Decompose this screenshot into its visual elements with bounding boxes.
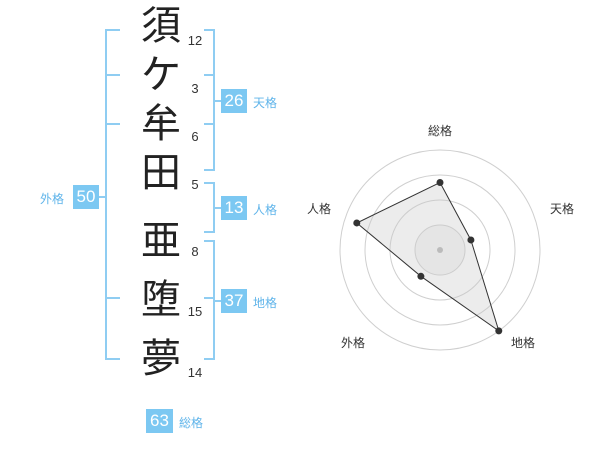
stroke-count-4: 5 bbox=[191, 177, 199, 192]
name-char-5: 亜 bbox=[141, 218, 181, 264]
gai-value-badge: 50 bbox=[73, 185, 99, 209]
jin-label: 人格 bbox=[253, 203, 278, 217]
gai-label: 外格 bbox=[40, 192, 65, 206]
radar-point-ten bbox=[467, 236, 475, 244]
radar-axis-label-chi: 地格 bbox=[511, 336, 536, 350]
name-char-7: 夢 bbox=[141, 336, 181, 382]
ten-label: 天格 bbox=[253, 96, 278, 110]
ten-value-badge: 26 bbox=[221, 89, 247, 113]
radar-point-jin bbox=[353, 219, 361, 227]
stroke-count-5: 8 bbox=[191, 244, 199, 259]
stroke-count-2: 3 bbox=[191, 81, 199, 96]
stroke-count-7: 14 bbox=[187, 365, 203, 380]
radar-point-chi bbox=[495, 327, 503, 335]
name-char-4: 田 bbox=[141, 150, 181, 196]
name-char-1: 須 bbox=[141, 3, 181, 49]
name-char-3: 牟 bbox=[141, 101, 181, 147]
radar-axis-label-jin: 人格 bbox=[307, 202, 332, 216]
stroke-count-1: 12 bbox=[187, 33, 203, 48]
radar-center-dot bbox=[437, 247, 443, 253]
stroke-count-6: 15 bbox=[187, 304, 203, 319]
stroke-count-3: 6 bbox=[191, 129, 199, 144]
outer-bracket bbox=[105, 29, 120, 360]
chi-value-badge: 37 bbox=[221, 289, 247, 313]
name-char-6: 堕 bbox=[141, 277, 181, 323]
radar-ring bbox=[364, 174, 516, 326]
radar-polygon bbox=[355, 181, 500, 333]
radar-axis-label-gai: 外格 bbox=[341, 336, 366, 350]
jin-value-badge: 13 bbox=[221, 196, 247, 220]
total-value-badge: 63 bbox=[146, 409, 173, 433]
radar-axis-label-sou: 総格 bbox=[428, 124, 453, 138]
radar-point-gai bbox=[417, 272, 425, 280]
chi-label: 地格 bbox=[253, 296, 278, 310]
radar-ring bbox=[339, 149, 541, 351]
name-char-2: ケ bbox=[141, 52, 181, 98]
total-label: 総格 bbox=[179, 416, 204, 430]
radar-axis-label-ten: 天格 bbox=[550, 202, 575, 216]
radar-point-sou bbox=[436, 179, 444, 186]
